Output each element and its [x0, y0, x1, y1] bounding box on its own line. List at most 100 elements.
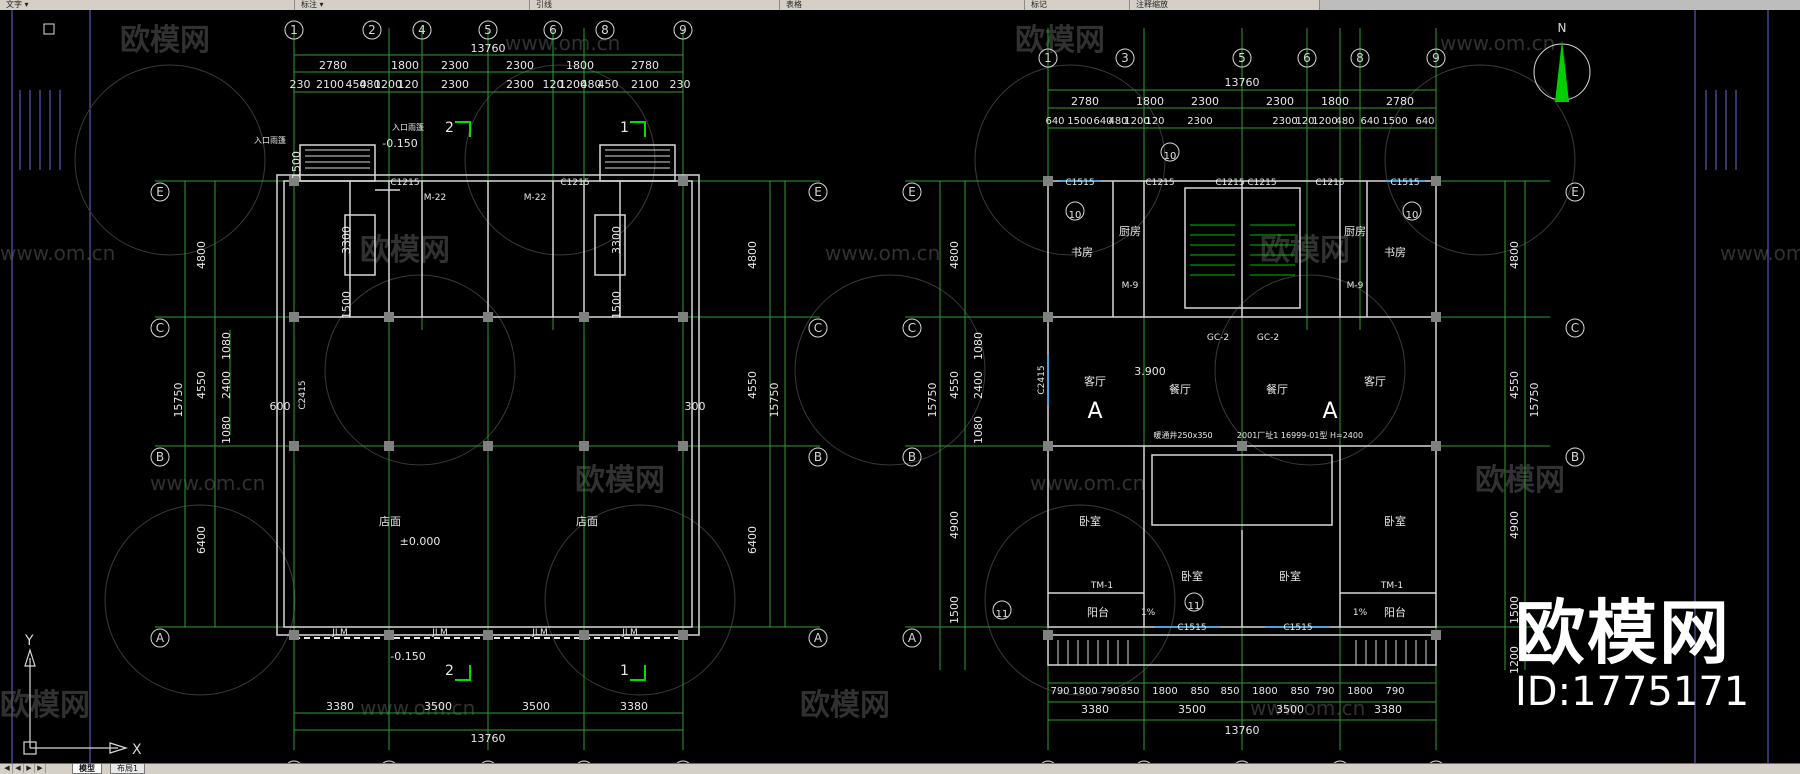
dimension: 850	[1120, 686, 1139, 697]
brand-logo-text: 欧模网	[1515, 592, 1731, 674]
right-balcony-railing	[1057, 640, 1427, 665]
dimension: 120	[1295, 116, 1314, 127]
section-mark: 2	[445, 120, 454, 136]
axis-label: C	[908, 321, 916, 335]
axis-label: A	[908, 631, 917, 645]
room-name: 阳台	[1087, 605, 1109, 619]
window-label: C1515	[1390, 178, 1419, 188]
dimension: 230	[290, 78, 311, 91]
overall-dimension: 13760	[471, 732, 506, 745]
dimension: 1200	[1312, 116, 1337, 127]
dimension: 3300	[610, 226, 623, 254]
left-stair-hatch	[305, 149, 670, 169]
dimension: 1800	[1252, 686, 1277, 697]
dimension: 450	[598, 78, 619, 91]
unit-label: A	[1087, 399, 1102, 424]
toolbar-annotation-scale[interactable]: 注释缩放	[1130, 0, 1320, 10]
watermark-url: www.om.cn	[1720, 241, 1800, 265]
dimension: 300	[685, 400, 706, 413]
right-room-labels: 书房 厨房 厨房 书房 客厅 餐厅 餐厅 客厅 卧室 卧室 卧室 卧室 阳台 阳…	[1037, 178, 1420, 633]
ucs-x-label: X	[132, 742, 142, 758]
dimension: 1080	[220, 332, 233, 360]
last-tab-arrow-icon[interactable]: ▶	[35, 764, 46, 773]
note-stair: 2001厂址1 16999-01型 H=2400	[1237, 430, 1363, 440]
dimension: 850	[1190, 686, 1209, 697]
dimension: 790	[1100, 686, 1119, 697]
next-tab-arrow-icon[interactable]: ▶	[24, 764, 35, 773]
axis-label: A	[156, 631, 165, 645]
drawing-viewport[interactable]: 欧模网 www.om.cn 欧模网 www.om.cn www.om.cn 欧模…	[0, 10, 1800, 774]
toolbar-table[interactable]: 表格	[780, 0, 1025, 10]
compass-needle	[1555, 40, 1569, 102]
window-label: C2415	[298, 380, 308, 409]
dimension: 1800	[1136, 95, 1164, 108]
dimension: 4550	[1508, 371, 1521, 399]
detail-mark: 11	[1188, 601, 1201, 612]
left-floor-plan[interactable]: 1 2 4 5 6 8 9 E C B A E C B A 13760 2780…	[150, 20, 828, 774]
left-section-cut-lines	[455, 121, 646, 681]
toolbar-markup[interactable]: 标记	[1025, 0, 1130, 10]
axis-label: 9	[1432, 51, 1440, 65]
dimension: 120	[398, 78, 419, 91]
dimension: 1200	[374, 78, 402, 91]
room-name: 店面	[379, 514, 401, 528]
dimension: 1200	[1508, 646, 1521, 674]
axis-label: B	[156, 450, 164, 464]
floor-level: ±0.000	[400, 535, 441, 548]
dimension: 4800	[948, 241, 961, 269]
section-mark: 1	[620, 120, 629, 136]
watermark-url: www.om.cn	[0, 241, 115, 265]
dimension: 480	[1108, 116, 1127, 127]
overall-dimension: 13760	[1225, 76, 1260, 89]
watermark-brand: 欧模网	[1475, 463, 1565, 498]
layout-tab-bar: ◀ ◀ ▶ ▶ 模型 布局1	[0, 763, 1800, 774]
prev-tab-arrow-icon[interactable]: ◀	[13, 764, 24, 773]
watermark-brand: 欧模网	[0, 688, 90, 723]
room-name: 餐厅	[1266, 382, 1288, 396]
dimension: 3500	[1276, 703, 1304, 716]
dimension: 2400	[972, 371, 985, 399]
dimension: 450	[346, 78, 367, 91]
dimension: 15750	[926, 383, 939, 418]
dimension: 1080	[220, 416, 233, 444]
cad-canvas[interactable]: 欧模网 www.om.cn 欧模网 www.om.cn www.om.cn 欧模…	[0, 10, 1800, 774]
dimension: 1500	[948, 596, 961, 624]
dimension: 2400	[220, 371, 233, 399]
dimension: 3500	[424, 700, 452, 713]
dimension: 6400	[195, 526, 208, 554]
dimension: 120	[1145, 116, 1164, 127]
dimension: 1800	[1072, 686, 1097, 697]
right-dimension-lines	[939, 89, 1526, 721]
axis-label: A	[814, 631, 823, 645]
dimension: 2780	[1386, 95, 1414, 108]
toolbar-dimension-dropdown[interactable]: 标注 ▾	[295, 0, 530, 10]
window-label: C1215	[560, 178, 589, 188]
right-detail-marks: 10 10 10 11 11	[992, 142, 1422, 620]
door-label: M-22	[424, 193, 446, 203]
room-name: 餐厅	[1169, 382, 1191, 396]
dimension: 2300	[1191, 95, 1219, 108]
door-label: JLM	[621, 628, 637, 638]
axis-label: B	[908, 450, 916, 464]
toolbar-leader[interactable]: 引线	[530, 0, 780, 10]
toolbar-text-dropdown[interactable]: 文字 ▾	[0, 0, 295, 10]
dimension: 3380	[1374, 703, 1402, 716]
watermark-url: www.om.cn	[150, 471, 265, 495]
axis-label: 8	[601, 23, 609, 37]
right-floor-plan[interactable]: 1 3 5 6 8 9 E C B A E C B 13760 2780 180…	[902, 28, 1585, 774]
dimension: 3500	[522, 700, 550, 713]
dimension: 1500	[610, 291, 623, 319]
dimension: 850	[1220, 686, 1239, 697]
note-shaft: 暖通井250x350	[1153, 430, 1212, 440]
overall-dimension: 13760	[471, 42, 506, 55]
dimension: 2300	[506, 59, 534, 72]
door-label: JLM	[331, 628, 347, 638]
room-name: 厨房	[1119, 225, 1141, 238]
dimension: 1500	[1382, 116, 1407, 127]
window-label: C1515	[1283, 623, 1312, 633]
watermark-url: www.om.cn	[1030, 471, 1145, 495]
first-tab-arrow-icon[interactable]: ◀	[2, 764, 13, 773]
watermark-arcs	[74, 64, 1576, 696]
right-stair-treads	[1190, 224, 1295, 276]
dimension: 640	[1360, 116, 1379, 127]
